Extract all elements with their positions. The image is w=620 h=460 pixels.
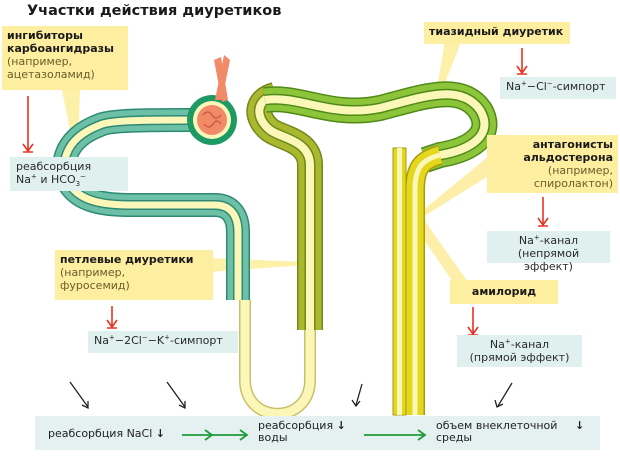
arrow-to-water — [351, 383, 363, 408]
effect-carbonic-sup: + — [30, 172, 37, 181]
effect-thiazide-cl: −Cl — [526, 80, 547, 93]
callout-amiloride-name: амилорид — [471, 285, 537, 298]
callout-carbonic-anhydrase-inhibitors: ингибиторы карбоангидразы (например, аце… — [2, 26, 128, 90]
callout-carbonic-name-1: ингибиторы — [7, 29, 83, 42]
callout-aldosterone-name-2: альдостерона — [523, 151, 613, 164]
loop-of-henle — [239, 300, 316, 420]
effect-arrows — [69, 381, 513, 410]
inhibit-arrow-carbonic — [22, 96, 34, 153]
callout-aldosterone-name-1: антагонисты — [532, 138, 613, 151]
effect-carbonic-na: Na — [16, 173, 31, 186]
effect-loop-sup2: − — [141, 333, 148, 342]
inhibit-arrows — [22, 48, 549, 336]
callout-aldosterone-example-2: спиролактон) — [533, 177, 613, 190]
arrow-to-volume — [494, 382, 513, 408]
effect-carbonic-sub: 3 — [75, 180, 81, 189]
outcome-volume-label-1: объем внеклеточной — [436, 419, 558, 432]
effect-na-channel-indirect: Na+-канал (непрямой эффект) — [487, 231, 610, 273]
effect-amiloride-na: Na — [489, 338, 505, 351]
arrow-to-nacl-1 — [69, 381, 89, 410]
effect-thiazide-sup1: + — [520, 79, 527, 88]
effect-thiazide-sup2: − — [546, 79, 553, 88]
outcome-nacl-reabsorption: реабсорбция NaCl ↓ — [48, 428, 165, 440]
effect-aldosterone-line2: (непрямой эффект) — [517, 247, 580, 273]
diagram-title: Участки действия диуретиков — [27, 3, 282, 19]
outcome-water-label-1: реабсорбция — [258, 419, 334, 432]
down-arrow-icon: ↓ — [155, 427, 165, 440]
callout-carbonic-example-2: ацетазоламид) — [7, 68, 95, 81]
inhibit-arrow-amiloride — [467, 307, 479, 336]
effect-aldosterone-sup: + — [533, 233, 540, 242]
effect-carbonic-sup2: − — [80, 172, 86, 181]
callout-thiazide: тиазидный диуретик — [424, 22, 570, 44]
effect-carbonic-hco: и HCO — [36, 173, 76, 186]
down-arrow-icon: ↓ — [336, 419, 346, 432]
callout-loop-diuretics: петлевые диуретики (например, фуросемид) — [55, 250, 213, 300]
outcome-water-label-2: воды — [258, 431, 288, 444]
callout-aldosterone-antagonists: антагонисты альдостерона (например, спир… — [487, 135, 618, 193]
outcome-water-reabsorption: реабсорбция ↓ воды — [258, 420, 346, 444]
effect-amiloride-sup: + — [504, 337, 511, 346]
effect-na-hco3-reabsorption: реабсорбция Na+ и HCO3− — [10, 157, 128, 191]
effect-amiloride-channel: -канал — [510, 338, 550, 351]
thiazide-pointer — [436, 40, 462, 95]
effect-loop-cl: −2Cl — [114, 334, 142, 347]
thick-ascending-limb — [246, 82, 323, 330]
effect-carbonic-line1: реабсорбция — [16, 160, 92, 173]
effect-amiloride-line2: (прямой эффект) — [469, 351, 570, 364]
effect-na-channel-direct: Na+-канал (прямой эффект) — [457, 335, 582, 367]
callout-loop-example-1: (например, — [60, 266, 126, 279]
outcome-volume-label-2: среды — [436, 431, 473, 444]
callout-thiazide-name: тиазидный диуретик — [429, 25, 564, 38]
callout-carbonic-name-2: карбоангидразы — [7, 42, 114, 55]
arrow-to-nacl-2 — [166, 381, 186, 410]
outcome-ecf-volume: объем внеклеточной ↓ среды — [436, 420, 584, 444]
inhibit-arrow-thiazide — [516, 48, 528, 75]
callout-amiloride: амилорид — [450, 280, 558, 304]
effect-loop-sup3: + — [164, 333, 170, 342]
callout-carbonic-example-1: (например, — [7, 55, 73, 68]
down-arrow-icon: ↓ — [574, 419, 585, 432]
outcome-nacl-label: реабсорбция NaCl — [48, 427, 153, 440]
amiloride-pointer-2 — [416, 225, 470, 285]
connecting-tubule — [405, 145, 443, 415]
effect-aldosterone-na: Na — [518, 234, 534, 247]
effect-loop-sup1: + — [108, 333, 115, 342]
effect-aldosterone-channel: -канал — [539, 234, 579, 247]
inhibit-arrow-loop — [106, 306, 118, 329]
effect-thiazide-na: Na — [506, 80, 521, 93]
callout-loop-name: петлевые диуретики — [60, 253, 194, 266]
loop-pointer — [210, 258, 305, 272]
callout-aldosterone-example-1: (например, — [547, 164, 613, 177]
effect-loop-na: Na — [94, 334, 109, 347]
aldosterone-pointer — [416, 155, 490, 220]
glomerulus — [197, 55, 230, 135]
outcome-bar — [35, 416, 600, 450]
effect-loop-k: −K — [147, 334, 165, 347]
inhibit-arrow-aldosterone — [537, 197, 549, 227]
distal-tubule — [263, 81, 498, 173]
effect-loop-symport: -симпорт — [170, 334, 223, 347]
collecting-duct — [392, 147, 407, 416]
effect-na-cl-symport: Na+−Cl−-симпорт — [500, 77, 616, 99]
callout-loop-example-2: фуросемид) — [60, 279, 130, 292]
effect-na-2cl-k-symport: Na+−2Cl−−K+-симпорт — [88, 331, 238, 353]
effect-thiazide-symport: -симпорт — [552, 80, 606, 93]
